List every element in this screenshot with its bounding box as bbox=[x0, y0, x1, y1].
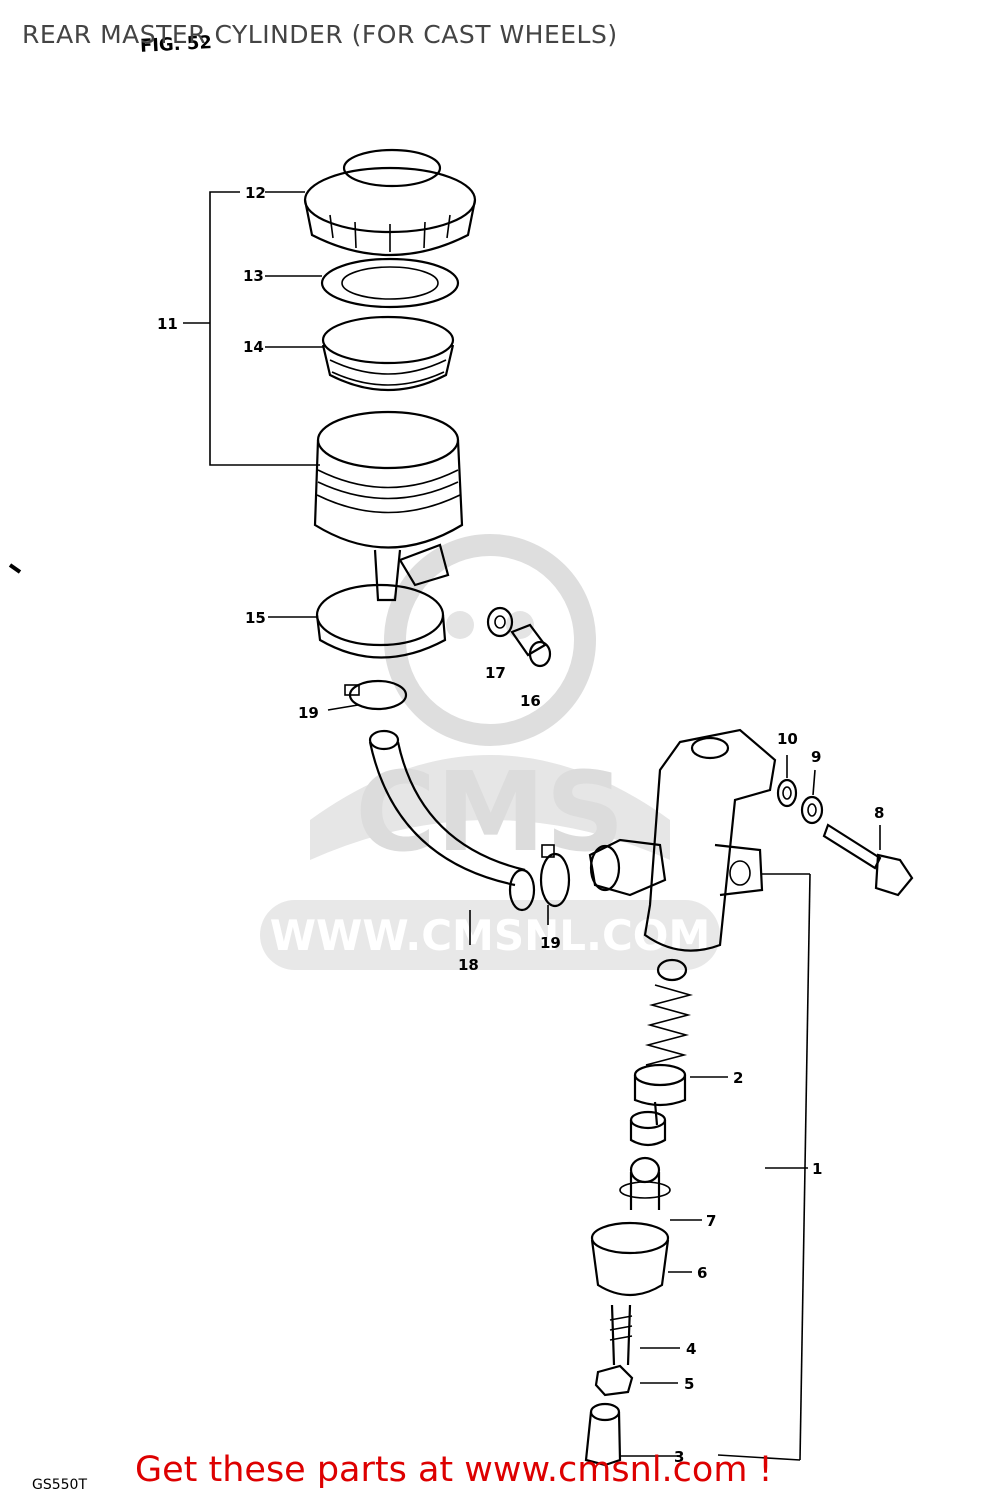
part-5-nut[interactable] bbox=[594, 1364, 678, 1397]
part-spring[interactable] bbox=[644, 958, 694, 1066]
label-part-4: 4 bbox=[686, 1340, 696, 1358]
page-title: REAR MASTER CYLINDER (FOR CAST WHEELS) bbox=[22, 20, 618, 49]
label-part-19-lower: 19 bbox=[540, 934, 561, 952]
label-part-7: 7 bbox=[706, 1212, 716, 1230]
reservoir-bracket bbox=[183, 191, 320, 466]
label-part-3: 3 bbox=[674, 1448, 684, 1466]
part-16-bolt[interactable] bbox=[510, 623, 552, 668]
label-part-5: 5 bbox=[684, 1375, 694, 1393]
part-13-diaphragm-plate[interactable] bbox=[265, 257, 460, 309]
label-part-13: 13 bbox=[243, 267, 264, 285]
part-12-reservoir-cap[interactable] bbox=[265, 148, 477, 256]
part-18-hose[interactable] bbox=[368, 729, 536, 945]
label-part-8: 8 bbox=[874, 804, 884, 822]
cmsnl-watermark: CMS WWW.CMSNL.COM bbox=[260, 534, 720, 970]
part-piston[interactable] bbox=[629, 1101, 667, 1147]
part-2-primary-cup[interactable] bbox=[633, 1063, 728, 1107]
part-10-washer[interactable] bbox=[776, 755, 798, 808]
part-17-washer[interactable] bbox=[486, 606, 514, 638]
watermark-logo-text: CMS bbox=[355, 748, 624, 876]
part-8-bolt[interactable] bbox=[822, 823, 914, 897]
watermark-url-text: WWW.CMSNL.COM bbox=[270, 911, 711, 960]
part-15-reservoir-band[interactable] bbox=[268, 543, 450, 659]
label-part-17: 17 bbox=[485, 664, 506, 682]
label-part-10: 10 bbox=[777, 730, 798, 748]
part-1-master-cylinder-body[interactable] bbox=[588, 728, 811, 1461]
model-code: GS550T bbox=[32, 1477, 88, 1493]
scan-speck bbox=[8, 563, 22, 574]
label-part-15: 15 bbox=[245, 609, 266, 627]
label-part-16: 16 bbox=[520, 692, 541, 710]
part-7-push-rod[interactable] bbox=[619, 1156, 702, 1221]
label-part-1: 1 bbox=[812, 1160, 822, 1178]
label-part-14: 14 bbox=[243, 338, 264, 356]
part-11-reservoir-tank[interactable] bbox=[313, 410, 464, 602]
part-9-washer[interactable] bbox=[800, 769, 824, 825]
label-part-2: 2 bbox=[733, 1069, 743, 1087]
label-part-11: 11 bbox=[157, 315, 178, 333]
footer-cta-link[interactable]: Get these parts at www.cmsnl.com ! bbox=[135, 1450, 773, 1490]
part-19-hose-clip-top[interactable] bbox=[327, 679, 408, 711]
part-14-diaphragm[interactable] bbox=[265, 315, 455, 392]
part-4-rod[interactable] bbox=[609, 1304, 680, 1366]
label-part-6: 6 bbox=[697, 1264, 707, 1282]
part-6-boot[interactable] bbox=[590, 1221, 692, 1296]
label-part-19-top: 19 bbox=[298, 704, 319, 722]
part-3-clevis[interactable] bbox=[584, 1402, 680, 1467]
part-19-hose-clip-lower[interactable] bbox=[539, 844, 571, 925]
label-part-18: 18 bbox=[458, 956, 479, 974]
label-part-12: 12 bbox=[245, 184, 266, 202]
label-part-9: 9 bbox=[811, 748, 821, 766]
